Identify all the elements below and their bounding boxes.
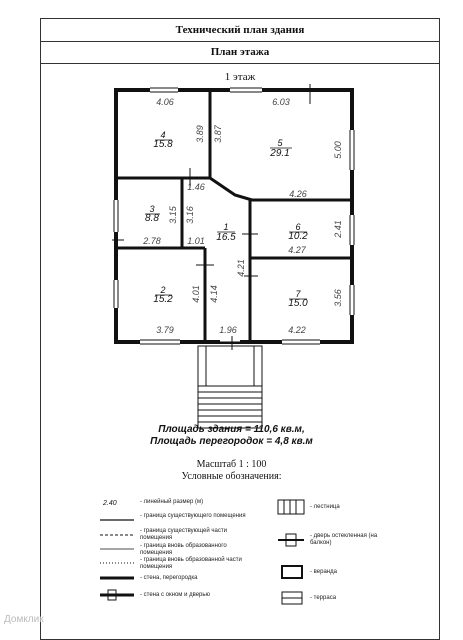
legend-item-wall: - стена, перегородка — [140, 575, 198, 581]
legend-samples: 2.40 — [100, 499, 305, 605]
room-1-area: 16.5 — [216, 232, 236, 243]
dim-4-06: 4.06 — [156, 97, 174, 107]
dim-4-21: 4.21 — [236, 259, 246, 277]
dim-4-27: 4.27 — [288, 245, 307, 255]
dim-4-14: 4.14 — [209, 285, 219, 303]
legend-title: Условные обозначения: — [181, 471, 282, 482]
room-5-area: 29.1 — [269, 148, 289, 159]
room-3-area: 8.8 — [145, 213, 159, 224]
legend-item-glazed-door: - дверь остекленная (на балкон) — [310, 533, 378, 546]
window-openings — [114, 88, 354, 344]
room-4-number: 4 — [160, 130, 165, 140]
document-subtitle: План этажа — [41, 41, 439, 64]
legend-item-new-room: - граница вновь образованного помещения — [140, 543, 227, 556]
legend-item-dimension: - линейный размер (м) — [140, 499, 204, 505]
stairs-icon — [197, 345, 263, 429]
room-6-number: 6 — [295, 222, 300, 232]
door-marks — [112, 84, 311, 350]
legend-item-new-part: - граница вновь образованной части помещ… — [140, 557, 242, 570]
legend-sample-dimension: 2.40 — [102, 500, 117, 507]
dim-4-01: 4.01 — [191, 285, 201, 303]
building-area: Площадь здания = 110,6 кв.м, — [158, 424, 305, 435]
legend-item-existing-room: - граница существующего помещения — [140, 513, 246, 519]
scale-label: Масштаб 1 : 100 — [196, 459, 267, 470]
room-7-area: 15.0 — [288, 298, 308, 309]
interior-walls — [118, 92, 350, 340]
dim-3-79: 3.79 — [156, 325, 174, 335]
legend-item-stairs: - лестница — [310, 504, 340, 510]
dim-4-22: 4.22 — [288, 325, 306, 335]
room-6-area: 10.2 — [288, 231, 308, 242]
dim-2-41: 2.41 — [333, 220, 343, 239]
room-7-number: 7 — [295, 289, 301, 299]
room-2-area: 15.2 — [153, 294, 173, 305]
dim-3-89: 3.89 — [195, 125, 205, 143]
dim-1-46: 1.46 — [187, 182, 205, 192]
legend-item-terrace: - терраса — [310, 595, 337, 601]
room-2-number: 2 — [159, 285, 165, 295]
room-3-number: 3 — [149, 204, 154, 214]
dim-1-96: 1.96 — [219, 325, 237, 335]
document-title: Технический план здания — [41, 19, 439, 42]
dim-4-26: 4.26 — [289, 189, 307, 199]
room-1-number: 1 — [223, 222, 228, 232]
dim-1-01: 1.01 — [187, 236, 205, 246]
partition-area: Площадь перегородок = 4,8 кв.м — [150, 436, 313, 447]
watermark-logo: Домклик — [4, 614, 44, 625]
dim-5-00: 5.00 — [333, 141, 343, 159]
room-5-number: 5 — [277, 138, 283, 148]
floor-label: 1 этаж — [224, 71, 256, 83]
window-frames — [113, 87, 355, 345]
dim-6-03: 6.03 — [272, 97, 290, 107]
legend-item-veranda: - веранда — [310, 569, 337, 575]
dim-3-87: 3.87 — [213, 124, 223, 143]
dim-2-78: 2.78 — [142, 236, 161, 246]
dim-3-15: 3.15 — [168, 205, 178, 224]
room-4-area: 15.8 — [153, 139, 173, 150]
dim-3-16: 3.16 — [185, 206, 195, 224]
legend-item-existing-part: - граница существующей части помещения — [140, 528, 227, 541]
dim-3-56: 3.56 — [333, 289, 343, 307]
legend-item-wall-window-door: - стена с окном и дверью — [140, 592, 211, 598]
